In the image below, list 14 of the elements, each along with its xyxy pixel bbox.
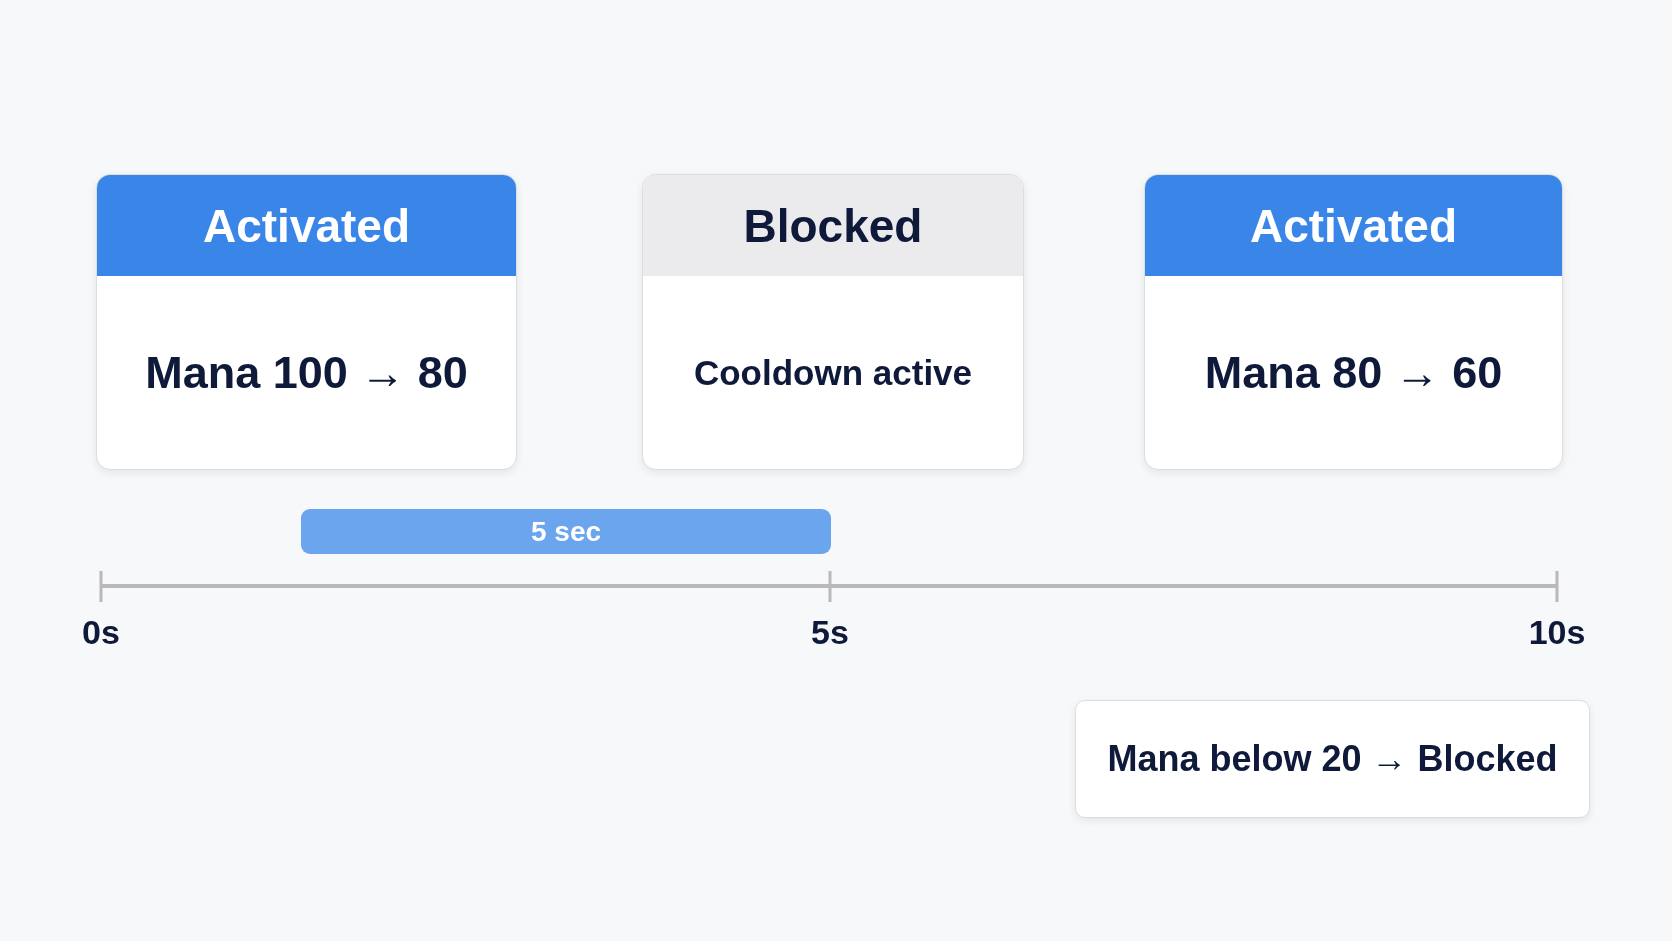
status-header: Blocked [643,175,1023,276]
state-card [96,174,517,470]
tick-label: 10s [1528,613,1586,652]
status-detail: Cooldown active [693,352,973,393]
status-detail: Mana 100 → 80 [145,346,468,399]
state-card [642,174,1024,470]
status-header: Activated [97,175,516,276]
tick-label: 5s [811,613,849,652]
duration-bar: 5 sec [301,509,831,554]
state-card [1144,174,1563,470]
note-box: Mana below 20 → Blocked [1075,700,1590,818]
status-detail: Mana 80 → 60 [1204,346,1503,399]
status-header: Activated [1145,175,1562,276]
tick-label: 0s [82,613,120,652]
